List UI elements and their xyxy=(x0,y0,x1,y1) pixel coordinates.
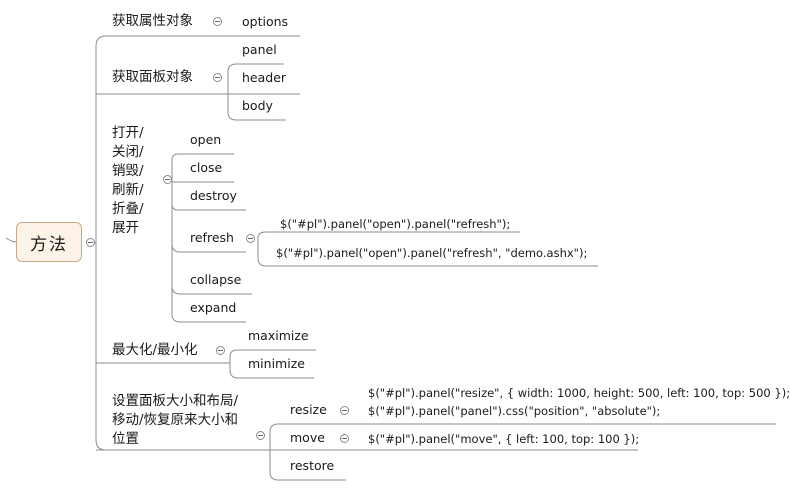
branch-maximize-minimize[interactable]: 最大化/最小化 xyxy=(112,342,198,358)
resize-example-2: $("#pl").panel("panel").css("position", … xyxy=(368,404,661,418)
node-refresh[interactable]: refresh xyxy=(190,230,234,245)
node-collapse[interactable]: collapse xyxy=(190,272,242,287)
node-options[interactable]: options xyxy=(242,14,289,29)
node-body[interactable]: body xyxy=(242,98,273,113)
node-minimize[interactable]: minimize xyxy=(248,356,305,371)
root-node[interactable]: 方法 xyxy=(16,222,82,262)
collapse-icon[interactable] xyxy=(340,406,349,415)
branch-line: 打开/ xyxy=(112,125,144,141)
collapse-icon[interactable] xyxy=(246,234,255,243)
branch-get-panel[interactable]: 获取面板对象 xyxy=(112,69,193,85)
node-destroy[interactable]: destroy xyxy=(190,188,237,203)
branch-open-close[interactable]: 打开/ 关闭/ 销毁/ 刷新/ 折叠/ 展开 xyxy=(112,124,144,238)
branch-get-options[interactable]: 获取属性对象 xyxy=(112,13,193,29)
node-panel[interactable]: panel xyxy=(242,42,277,57)
branch-line: 展开 xyxy=(112,220,139,236)
collapse-icon[interactable] xyxy=(256,431,265,440)
node-resize[interactable]: resize xyxy=(290,402,327,417)
node-move[interactable]: move xyxy=(290,430,325,445)
collapse-icon[interactable] xyxy=(213,73,222,82)
node-open[interactable]: open xyxy=(190,132,222,147)
collapse-icon[interactable] xyxy=(163,175,172,184)
node-header[interactable]: header xyxy=(242,70,287,85)
collapse-icon[interactable] xyxy=(213,17,222,26)
branch-line: 关闭/ xyxy=(112,144,144,160)
root-label: 方法 xyxy=(30,234,68,255)
node-expand[interactable]: expand xyxy=(190,300,237,315)
collapse-icon[interactable] xyxy=(86,238,95,247)
node-maximize[interactable]: maximize xyxy=(248,328,309,343)
branch-line: 销毁/ xyxy=(112,163,144,179)
branch-line: 设置面板大小和布局/ xyxy=(112,393,239,409)
refresh-example-2: $("#pl").panel("open").panel("refresh", … xyxy=(276,246,588,260)
branch-line: 折叠/ xyxy=(112,201,144,217)
resize-example-1: $("#pl").panel("resize", { width: 1000, … xyxy=(368,386,790,400)
branch-line: 位置 xyxy=(112,431,139,447)
move-example: $("#pl").panel("move", { left: 100, top:… xyxy=(368,432,640,446)
branch-line: 移动/恢复原来大小和 xyxy=(112,412,239,428)
collapse-icon[interactable] xyxy=(340,434,349,443)
branch-resize-move[interactable]: 设置面板大小和布局/ 移动/恢复原来大小和 位置 xyxy=(112,392,238,449)
branch-line: 刷新/ xyxy=(112,182,144,198)
node-restore[interactable]: restore xyxy=(290,458,335,473)
refresh-example-1: $("#pl").panel("open").panel("refresh"); xyxy=(280,217,511,231)
collapse-icon[interactable] xyxy=(216,346,225,355)
node-close[interactable]: close xyxy=(190,160,223,175)
